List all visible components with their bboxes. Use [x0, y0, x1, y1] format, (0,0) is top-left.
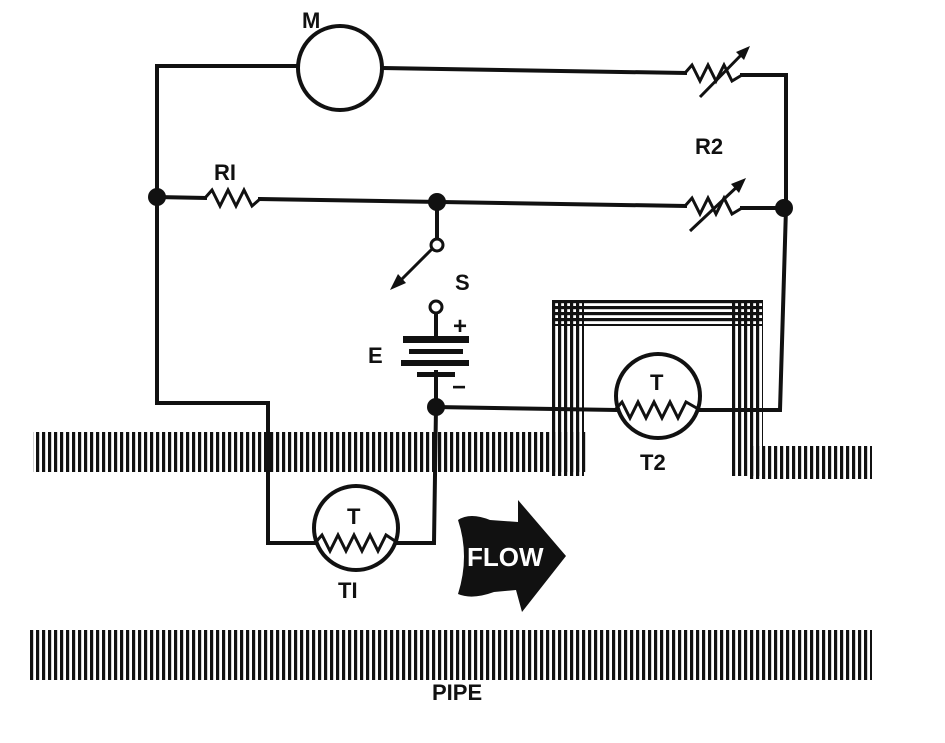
thermistor-t1	[312, 484, 400, 572]
junction-dot	[148, 188, 166, 206]
t2-housing	[552, 300, 763, 476]
thermistor-t2	[613, 352, 744, 440]
battery	[401, 336, 469, 377]
junction-dot	[775, 199, 793, 217]
switch-label: S	[455, 270, 470, 295]
battery-minus-label: −	[452, 374, 466, 401]
battery-plus-label: +	[453, 313, 467, 340]
r1-label: RI	[214, 160, 236, 185]
t2-symbol: T	[650, 370, 664, 395]
pipe-upper-wall-left	[33, 432, 588, 472]
meter-label: M	[302, 8, 320, 33]
t2-label: T2	[640, 450, 666, 475]
junction-dot	[428, 193, 446, 211]
meter-circle	[296, 24, 384, 112]
r2-variable-resistor	[683, 178, 746, 233]
t1-symbol: T	[347, 504, 361, 529]
flow-label: FLOW	[467, 542, 544, 572]
pipe-upper-wall-right	[748, 446, 872, 479]
t1-label: TI	[338, 578, 358, 603]
pipe-lower-wall	[30, 630, 872, 680]
wiring	[154, 64, 789, 545]
flow-arrow	[458, 500, 566, 612]
pipe-label: PIPE	[432, 680, 482, 705]
switch	[390, 237, 445, 315]
upper-variable-resistor	[683, 46, 750, 99]
battery-label: E	[368, 343, 383, 368]
r2-label: R2	[695, 134, 723, 159]
r1-resistor	[203, 186, 261, 210]
junction-dot	[427, 398, 445, 416]
